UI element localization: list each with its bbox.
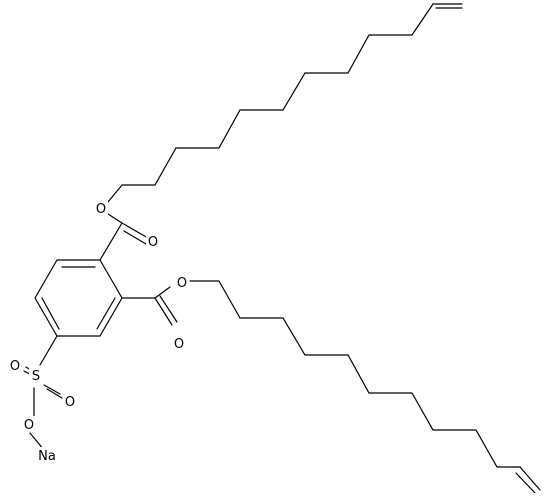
ester1-oxygen-label: O bbox=[96, 202, 106, 217]
sulfonyl-oxygen-1-label: O bbox=[10, 359, 20, 374]
ester-group-1 bbox=[99, 184, 149, 261]
alkenyl-chain-1 bbox=[121, 3, 463, 186]
atom-labels: O O O O S O O O Na bbox=[8, 200, 189, 464]
sulfur-label: S bbox=[32, 369, 40, 384]
carbonyl2-oxygen-label: O bbox=[174, 337, 184, 352]
ester2-oxygen-label: O bbox=[177, 276, 187, 291]
sodium-label: Na bbox=[38, 449, 56, 464]
sulfonate-oxygen-label: O bbox=[24, 418, 34, 433]
carbonyl1-oxygen-label: O bbox=[148, 235, 158, 250]
alkenyl-chain-2 bbox=[218, 280, 541, 495]
sulfonyl-oxygen-2-label: O bbox=[65, 395, 75, 410]
ester-group-2 bbox=[121, 280, 220, 326]
benzene-ring bbox=[34, 259, 123, 337]
